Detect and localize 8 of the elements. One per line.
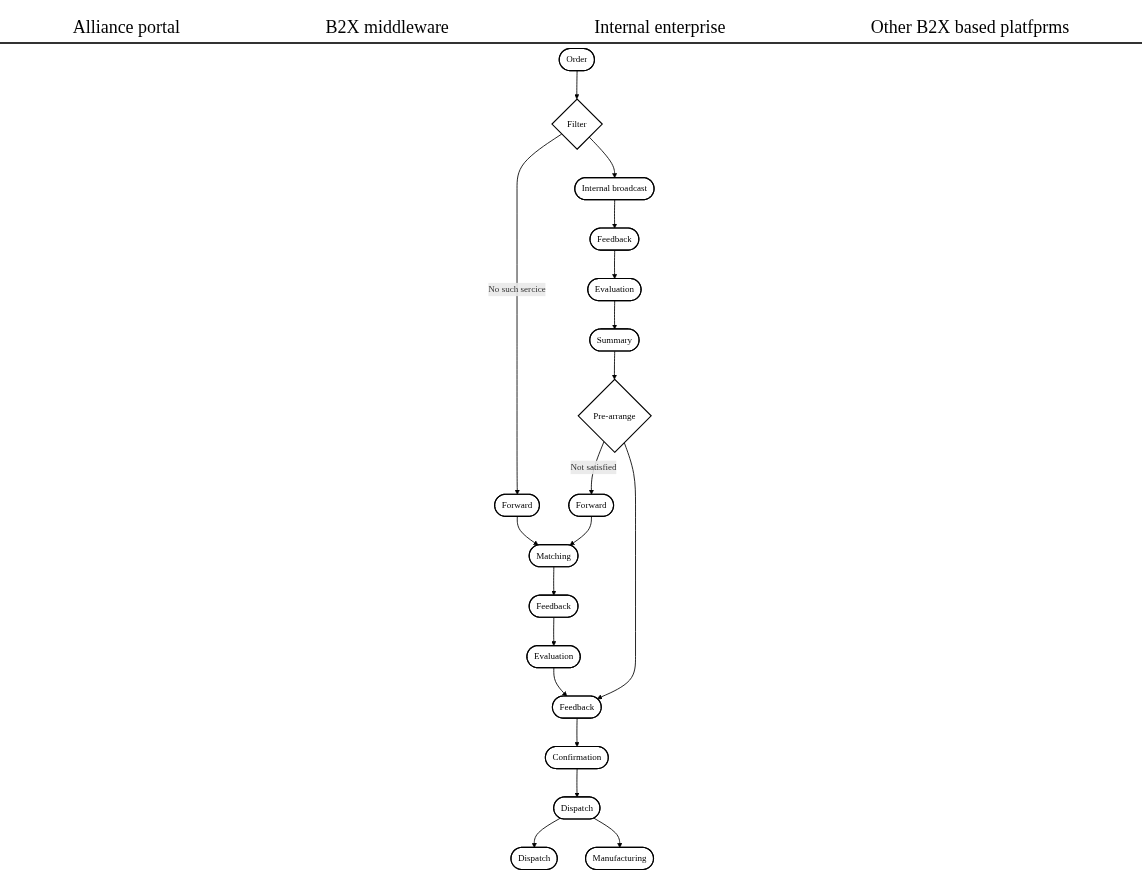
- node-diamond: Pre-arrange: [577, 378, 652, 454]
- lane-heading: Alliance portal: [72, 17, 181, 38]
- edge-label: Not satisfied: [570, 462, 617, 472]
- lane-heading: B2X middleware: [325, 17, 449, 38]
- node-diamond: Filter: [551, 98, 603, 151]
- lane-heading: Other B2X based platfprms: [870, 17, 1070, 38]
- edge-label: No such sercice: [488, 284, 546, 295]
- lane-heading: Internal enterprise: [594, 17, 726, 38]
